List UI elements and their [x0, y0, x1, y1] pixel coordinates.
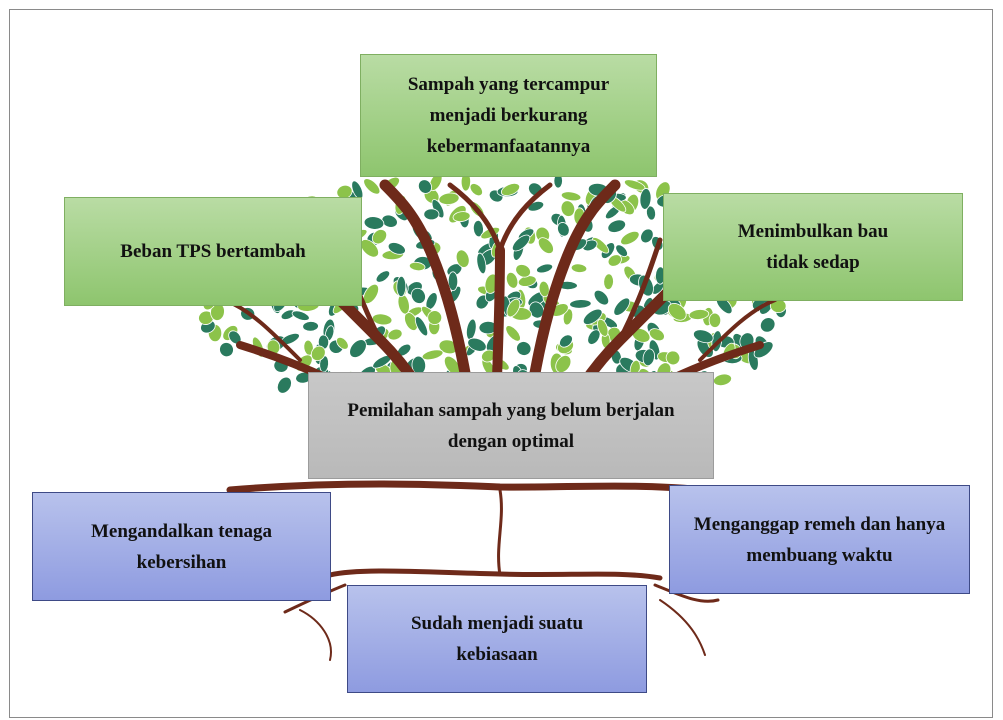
leaf	[516, 341, 532, 356]
leaf	[505, 271, 519, 289]
core-problem-text: Pemilahan sampah yang belum berjalan den…	[347, 399, 675, 452]
leaf	[410, 287, 426, 304]
cause-box-right: Menganggap remeh dan hanya membuang wakt…	[669, 485, 970, 594]
leaf	[414, 316, 429, 337]
leaf	[219, 342, 234, 358]
leaf	[607, 254, 622, 267]
leaf	[560, 191, 582, 202]
leaf	[363, 216, 385, 230]
leaf	[639, 188, 652, 210]
leaf	[371, 229, 388, 245]
leaf	[310, 345, 326, 362]
leaf	[408, 261, 426, 272]
leaf	[371, 313, 393, 326]
leaf	[438, 192, 460, 205]
leaf	[569, 299, 592, 309]
cause-box-left: Mengandalkan tenaga kebersihan	[32, 492, 331, 601]
cause-text-left: Mengandalkan tenaga kebersihan	[90, 520, 273, 573]
leaf	[387, 328, 403, 341]
leaf	[349, 339, 367, 358]
tree-roots	[226, 480, 724, 661]
effect-box-top-left: Beban TPS bertambah	[64, 197, 362, 306]
cause-box-bottom: Sudah menjadi suatu kebiasaan	[347, 585, 647, 693]
leaf	[582, 308, 603, 325]
leaf	[708, 312, 722, 328]
leaf	[537, 237, 554, 254]
leaf	[615, 244, 628, 257]
leaf	[375, 270, 391, 283]
leaf	[472, 220, 484, 238]
leaf	[276, 376, 292, 394]
leaf	[476, 252, 487, 275]
leaf	[640, 228, 654, 244]
leaf	[559, 334, 573, 348]
leaf	[593, 289, 610, 306]
cause-text-right: Menganggap remeh dan hanya membuang wakt…	[693, 513, 946, 566]
leaf	[505, 325, 521, 342]
leaf	[336, 336, 349, 350]
leaf	[555, 355, 572, 373]
leaf	[427, 310, 443, 326]
effect-text-top-right: Menimbulkan bau tidak sedap	[737, 221, 889, 273]
leaf	[387, 242, 406, 255]
leaf	[538, 280, 550, 298]
effect-box-top-right: Menimbulkan bau tidak sedap	[663, 193, 963, 301]
cause-text-bottom: Sudah menjadi suatu kebiasaan	[410, 613, 584, 665]
leaf	[515, 264, 531, 278]
leaf	[607, 219, 626, 233]
leaf	[447, 271, 459, 291]
effect-box-top-center: Sampah yang tercampur menjadi berkurang …	[360, 54, 657, 177]
effect-text-top-left: Beban TPS bertambah	[120, 241, 306, 262]
leaf	[596, 318, 609, 337]
leaf	[665, 350, 681, 366]
leaf	[570, 263, 588, 273]
leaf	[467, 337, 487, 352]
core-problem-box: Pemilahan sampah yang belum berjalan den…	[308, 372, 714, 479]
leaf	[363, 178, 381, 195]
effect-text-top-center: Sampah yang tercampur menjadi berkurang …	[407, 74, 610, 157]
leaf	[693, 329, 714, 344]
leaf	[469, 183, 483, 197]
leaf	[381, 214, 398, 228]
leaf	[648, 328, 665, 342]
leaf	[713, 373, 732, 387]
leaf	[423, 208, 440, 221]
leaf	[302, 321, 319, 332]
leaf	[620, 230, 640, 246]
leaf	[466, 318, 477, 341]
leaf	[667, 302, 687, 321]
leaf	[603, 273, 614, 290]
leaf	[688, 309, 710, 320]
leaf	[759, 317, 776, 333]
leaf	[421, 349, 444, 361]
leaf	[536, 263, 554, 274]
leaf	[418, 179, 432, 194]
leaf	[646, 205, 656, 221]
leaf	[455, 249, 470, 268]
leaf	[291, 310, 310, 321]
leaf	[511, 234, 531, 252]
leaf	[642, 348, 655, 367]
leaf	[500, 182, 521, 197]
leaf	[613, 297, 631, 316]
leaf	[396, 275, 407, 298]
leaf	[557, 222, 570, 237]
leaf	[560, 200, 576, 217]
leaf	[452, 211, 471, 222]
diagram-frame	[9, 9, 993, 718]
leaf	[506, 298, 521, 318]
